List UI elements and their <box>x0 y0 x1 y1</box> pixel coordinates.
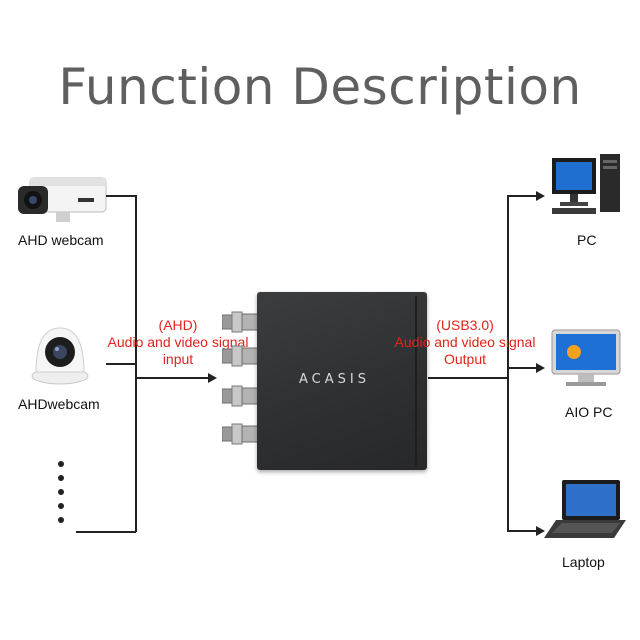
input-bus-line <box>135 195 137 532</box>
input-connector-line <box>106 195 136 197</box>
input-connector-line <box>106 363 136 365</box>
output-arrow-icon <box>536 191 545 201</box>
output-device-label-1: PC <box>577 232 597 248</box>
bnc-connector-icon <box>222 385 260 407</box>
more-devices-dot <box>58 489 64 495</box>
input-device-label-1: AHD webcam <box>18 232 104 248</box>
output-device-label-2: AIO PC <box>565 404 613 420</box>
laptop-icon <box>544 480 626 538</box>
output-main-line <box>428 377 508 379</box>
more-devices-dot <box>58 475 64 481</box>
input-device-label-2: AHDwebcam <box>18 396 100 412</box>
output-arrow-icon <box>536 363 545 373</box>
output-connector-line <box>507 367 537 369</box>
more-devices-dot <box>58 517 64 523</box>
output-bus-line <box>507 195 509 531</box>
dome-camera-icon <box>31 327 89 385</box>
input-signal-line-1: (AHD) <box>158 317 198 333</box>
aio-pc-icon <box>551 329 621 386</box>
brand-logo: ACASIS <box>299 372 370 387</box>
output-connector-line <box>507 530 537 532</box>
bnc-connector-icon <box>222 311 260 333</box>
input-connector-line <box>76 531 136 533</box>
more-devices-dot <box>58 461 64 467</box>
input-signal-label: (AHD) Audio and video signal input <box>98 317 258 368</box>
desktop-pc-icon <box>552 154 620 214</box>
output-connector-line <box>507 195 537 197</box>
output-signal-line-3: Output <box>443 351 487 367</box>
input-main-line <box>135 377 210 379</box>
input-arrow-icon <box>208 373 217 383</box>
bnc-connector-icon <box>222 423 260 445</box>
input-signal-line-2: Audio and video signal <box>107 334 249 350</box>
more-devices-dot <box>58 503 64 509</box>
output-device-label-3: Laptop <box>562 554 605 570</box>
output-arrow-icon <box>536 526 545 536</box>
output-signal-line-1: (USB3.0) <box>436 317 494 333</box>
bullet-camera-icon <box>18 177 107 222</box>
output-signal-line-2: Audio and video signal <box>394 334 536 350</box>
output-signal-label: (USB3.0) Audio and video signal Output <box>385 317 545 368</box>
box-edge <box>415 296 417 466</box>
converter-box: ACASIS <box>257 292 427 470</box>
input-signal-line-3: input <box>162 351 194 367</box>
page-title: Function Description <box>58 58 582 116</box>
bnc-connector-icon <box>222 345 260 367</box>
